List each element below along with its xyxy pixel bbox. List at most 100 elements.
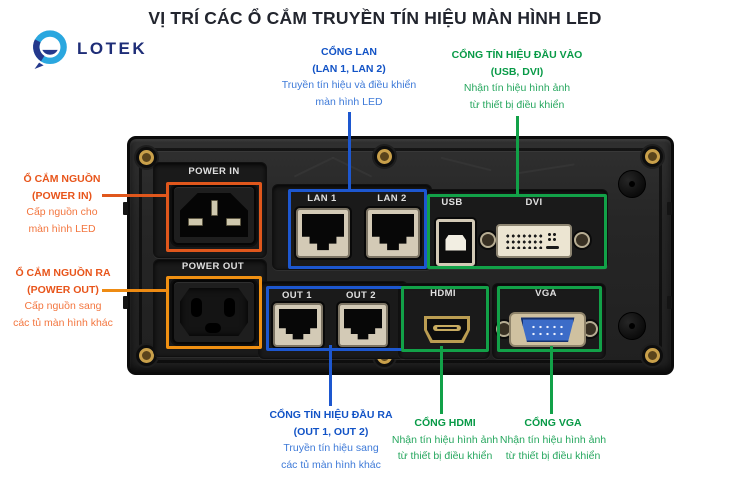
port-label-out2: OUT 2 <box>346 290 376 301</box>
knob <box>618 170 646 198</box>
annotation-subtitle: (USB, DVI) <box>490 65 544 78</box>
annotation-desc: từ thiết bị điều khiển <box>397 450 493 462</box>
annotation-desc: Truyền tín hiệu sang <box>283 442 379 454</box>
out2-port <box>338 303 388 347</box>
usb-inner <box>445 234 466 251</box>
annotation-desc: Nhận tín hiệu hình ảnh <box>499 433 607 446</box>
annotation-hdmi: CỔNG HDMI Nhận tín hiệu hình ảnh từ thiế… <box>392 415 498 465</box>
hole <box>205 323 221 333</box>
pin <box>226 218 241 226</box>
highlight-box-hdmi <box>401 286 489 352</box>
leader-line-lan <box>348 112 351 190</box>
lan1-port <box>296 208 350 258</box>
leader-line-power-in <box>102 194 167 197</box>
highlight-box-usb-dvi <box>427 194 607 269</box>
leader-line-input <box>516 116 519 195</box>
screw-ring <box>645 149 660 164</box>
annotation-desc: Cấp nguồn sang <box>24 300 102 312</box>
panel-notch <box>667 296 672 309</box>
panel-notch <box>123 296 128 309</box>
annotation-subtitle: (POWER OUT) <box>27 283 99 296</box>
annotation-desc: Nhận tín hiệu hình ảnh <box>463 82 571 94</box>
screw <box>136 147 157 168</box>
annotation-power-out: Ổ CẮM NGUỒN RA (POWER OUT) Cấp nguồn san… <box>13 265 113 331</box>
knob <box>618 312 646 340</box>
highlight-box-out <box>266 286 404 351</box>
annotation-power-in: Ổ CẮM NGUỒN (POWER IN) Cấp nguồn cho màn… <box>24 171 101 237</box>
leader-line-hdmi <box>440 346 443 414</box>
annotation-title: CỔNG TÍN HIỆU ĐẦU RA <box>269 409 393 421</box>
highlight-box-power-in <box>166 182 262 252</box>
annotation-desc: các tủ màn hình khác <box>13 316 113 329</box>
panel-inner-frame <box>139 148 662 363</box>
annotation-title: CỔNG LAN <box>320 46 377 58</box>
annotation-desc: Cấp nguồn cho <box>26 206 98 218</box>
screw <box>374 146 395 167</box>
port-label-vga: VGA <box>535 288 557 299</box>
leader-line-output <box>329 345 332 406</box>
annotation-desc: Nhận tín hiệu hình ảnh <box>391 433 499 446</box>
port-label-usb: USB <box>441 197 463 208</box>
highlight-box-power-out <box>166 276 262 349</box>
dvi-pin-grid <box>504 232 544 249</box>
annotation-lan: CỔNG LAN (LAN 1, LAN 2) Truyền tín hiệu … <box>282 44 416 110</box>
vga-pin-grid <box>529 322 566 337</box>
pin <box>211 200 218 216</box>
screw-ring <box>645 348 660 363</box>
annotation-title: Ổ CẮM NGUỒN RA <box>15 267 111 279</box>
out1-port <box>273 303 323 347</box>
dvi-screw <box>574 232 590 248</box>
leader-line-vga <box>550 346 553 414</box>
annotation-subtitle: (OUT 1, OUT 2) <box>293 425 369 438</box>
hole <box>224 298 235 317</box>
screw <box>136 345 157 366</box>
port-label-lan1: LAN 1 <box>307 193 337 204</box>
annotation-input: CỔNG TÍN HIỆU ĐẦU VÀO (USB, DVI) Nhận tí… <box>452 47 583 113</box>
screw-ring <box>377 149 392 164</box>
annotation-desc: từ thiết bị điều khiển <box>469 98 565 111</box>
dvi-flat-pin <box>546 246 559 249</box>
annotation-desc: các tủ màn hình khác <box>281 458 381 471</box>
port-label-power-in: POWER IN <box>188 166 240 177</box>
power-in-port <box>172 185 256 245</box>
brand-logo: LOTEK <box>30 28 147 70</box>
port-label-hdmi: HDMI <box>430 288 456 299</box>
brand-logo-icon <box>33 30 67 69</box>
power-out-port <box>172 280 256 344</box>
annotation-title: CỔNG VGA <box>524 417 582 429</box>
screw-ring <box>139 150 154 165</box>
port-label-out1: OUT 1 <box>282 290 312 301</box>
screw-ring <box>139 348 154 363</box>
hdmi-port <box>424 316 470 343</box>
annotation-title: CỔNG TÍN HIỆU ĐẦU VÀO <box>451 49 583 61</box>
annotation-output: CỔNG TÍN HIỆU ĐẦU RA (OUT 1, OUT 2) Truy… <box>269 407 392 473</box>
lan2-port <box>366 208 420 258</box>
annotation-desc: màn hình LED <box>315 95 383 108</box>
annotation-desc: màn hình LED <box>28 222 96 235</box>
pin <box>188 218 203 226</box>
annotation-title: CỔNG HDMI <box>414 417 476 429</box>
brand-name: LOTEK <box>77 39 148 58</box>
annotation-subtitle: (POWER IN) <box>31 189 93 202</box>
dvi-analog-pins <box>547 232 556 241</box>
annotation-desc: từ thiết bị điều khiển <box>505 450 601 462</box>
annotation-vga: CỔNG VGA Nhận tín hiệu hình ảnh từ thiết… <box>500 415 606 465</box>
screw <box>642 146 663 167</box>
panel-notch <box>123 202 128 215</box>
port-label-dvi: DVI <box>525 197 543 208</box>
annotation-title: Ổ CẮM NGUỒN <box>23 173 101 185</box>
vga-port <box>509 312 586 347</box>
highlight-box-vga <box>497 286 602 352</box>
port-label-lan2: LAN 2 <box>377 193 407 204</box>
usb-port <box>436 219 475 266</box>
hdmi-slot <box>433 325 461 331</box>
hole <box>191 298 202 317</box>
dvi-screw <box>480 232 496 248</box>
highlight-box-lan <box>288 189 427 269</box>
annotation-desc: Truyền tín hiệu và điều khiển <box>281 79 417 91</box>
page-title: VỊ TRÍ CÁC Ổ CẮM TRUYỀN TÍN HIỆU MÀN HÌN… <box>148 8 602 28</box>
screw <box>642 345 663 366</box>
port-label-power-out: POWER OUT <box>181 261 245 272</box>
annotation-subtitle: (LAN 1, LAN 2) <box>312 62 386 75</box>
